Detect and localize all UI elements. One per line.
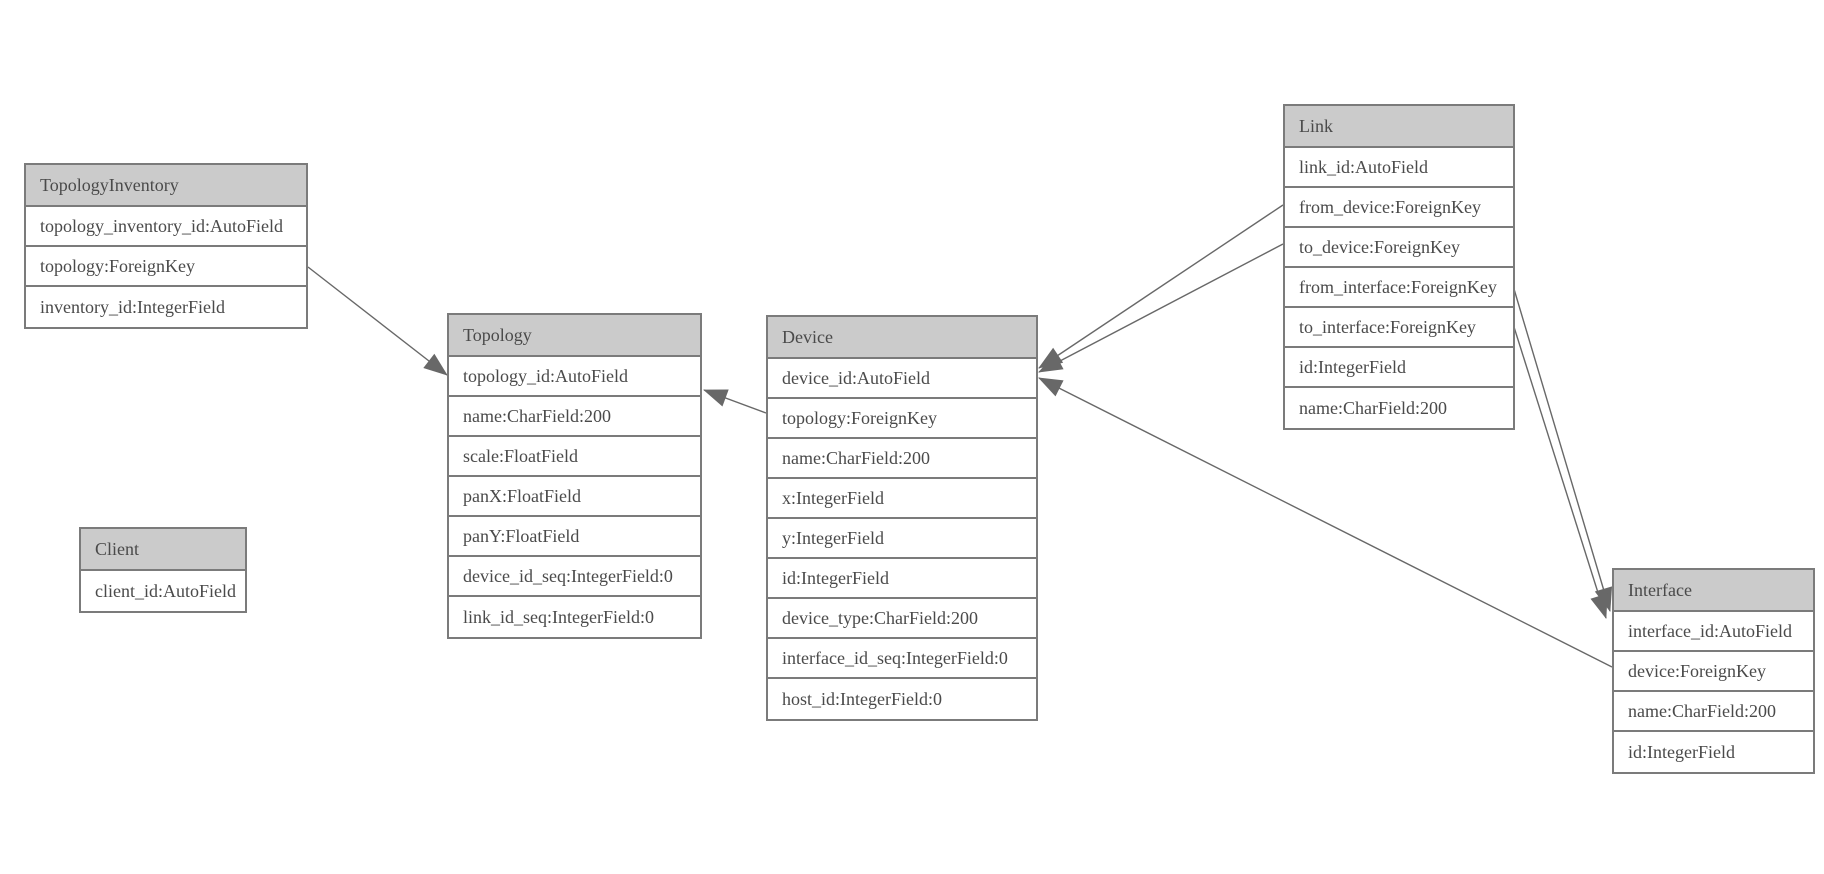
table-topology-inventory-field-topology_inventory_id: topology_inventory_id:AutoField <box>26 207 306 247</box>
edge-device-topology <box>703 389 767 414</box>
edge-link-to-device <box>1038 243 1284 373</box>
table-topology-field-scale: scale:FloatField <box>449 437 700 477</box>
edge-link-from-device <box>1038 204 1284 369</box>
table-device-title: Device <box>768 317 1036 359</box>
table-device-field-topology: topology:ForeignKey <box>768 399 1036 439</box>
table-topology-inventory-field-topology: topology:ForeignKey <box>26 247 306 287</box>
table-device-field-device_id: device_id:AutoField <box>768 359 1036 399</box>
table-interface-title: Interface <box>1614 570 1813 612</box>
table-link-field-from_interface: from_interface:ForeignKey <box>1285 268 1513 308</box>
table-device-field-x: x:IntegerField <box>768 479 1036 519</box>
table-device-field-id: id:IntegerField <box>768 559 1036 599</box>
table-interface-field-device: device:ForeignKey <box>1614 652 1813 692</box>
table-device-field-y: y:IntegerField <box>768 519 1036 559</box>
table-topology-field-panY: panY:FloatField <box>449 517 700 557</box>
table-device-field-device_type: device_type:CharField:200 <box>768 599 1036 639</box>
edge-topologyinventory-topology <box>307 266 448 376</box>
table-link-field-name: name:CharField:200 <box>1285 388 1513 428</box>
edge-interface-device <box>1038 377 1613 668</box>
table-device-field-name: name:CharField:200 <box>768 439 1036 479</box>
table-link-field-to_interface: to_interface:ForeignKey <box>1285 308 1513 348</box>
table-device-field-interface_id_seq: interface_id_seq:IntegerField:0 <box>768 639 1036 679</box>
table-link-field-id: id:IntegerField <box>1285 348 1513 388</box>
table-interface-field-name: name:CharField:200 <box>1614 692 1813 732</box>
table-link-field-link_id: link_id:AutoField <box>1285 148 1513 188</box>
table-topology-field-device_id_seq: device_id_seq:IntegerField:0 <box>449 557 700 597</box>
table-topology-inventory-title: TopologyInventory <box>26 165 306 207</box>
table-client-title: Client <box>81 529 245 571</box>
table-topology-inventory-field-inventory_id: inventory_id:IntegerField <box>26 287 306 327</box>
table-device-field-host_id: host_id:IntegerField:0 <box>768 679 1036 719</box>
table-link-field-to_device: to_device:ForeignKey <box>1285 228 1513 268</box>
table-interface-field-id: id:IntegerField <box>1614 732 1813 772</box>
table-topology-title: Topology <box>449 315 700 357</box>
table-topology-field-topology_id: topology_id:AutoField <box>449 357 700 397</box>
table-link-field-from_device: from_device:ForeignKey <box>1285 188 1513 228</box>
table-topology-field-link_id_seq: link_id_seq:IntegerField:0 <box>449 597 700 637</box>
table-link-title: Link <box>1285 106 1513 148</box>
table-topology-field-name: name:CharField:200 <box>449 397 700 437</box>
table-client-field-client_id: client_id:AutoField <box>81 571 245 611</box>
edge-link-to-interface <box>1513 326 1608 619</box>
edge-link-from-interface <box>1513 288 1613 612</box>
table-topology-field-panX: panX:FloatField <box>449 477 700 517</box>
table-interface-field-interface_id: interface_id:AutoField <box>1614 612 1813 652</box>
